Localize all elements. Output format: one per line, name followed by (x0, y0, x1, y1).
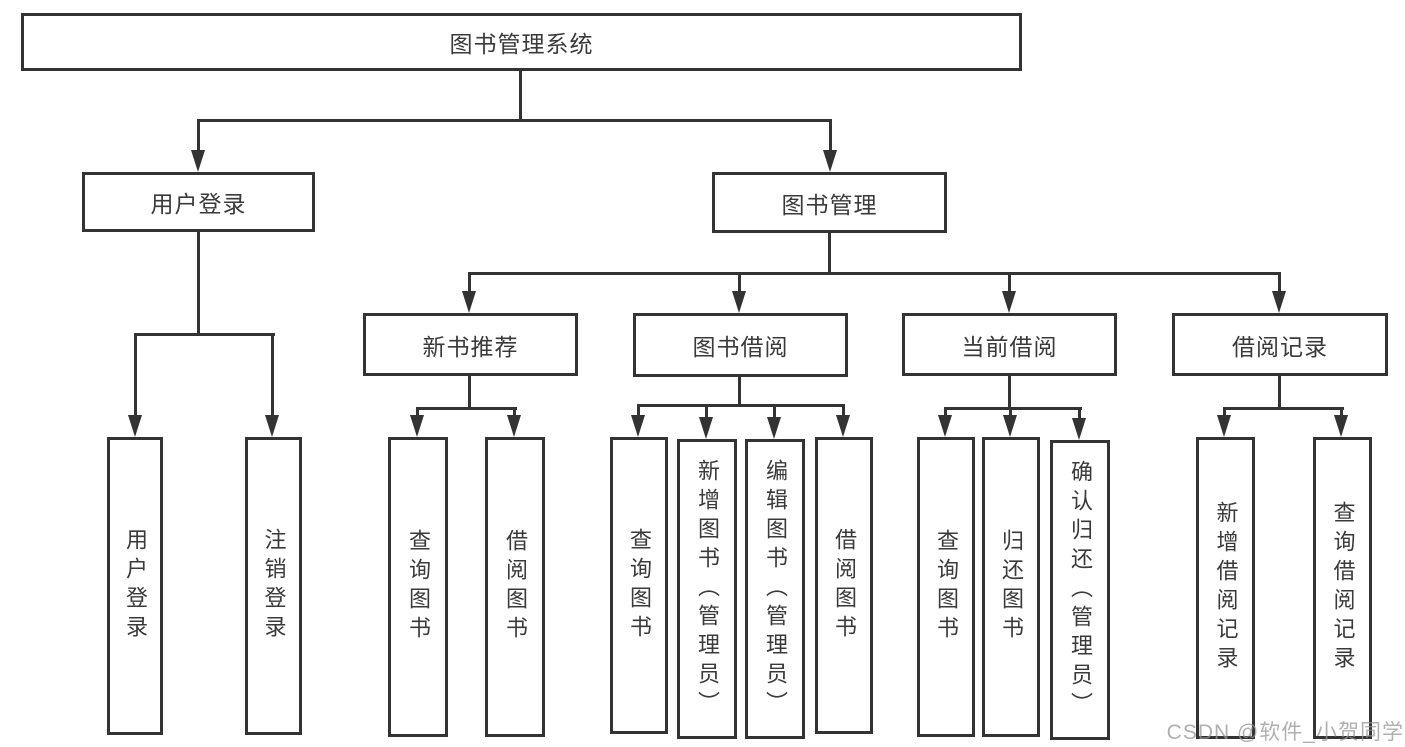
leaf-label: 借阅图书 (503, 529, 528, 645)
leaf-label: 确认归还（管理员） (1068, 459, 1093, 721)
connector-drop-borrow-records (1278, 272, 1281, 293)
arrow-down-icon (1002, 291, 1016, 313)
arrow-down-icon (1003, 415, 1017, 437)
arrow-down-icon (128, 415, 142, 437)
leaf-br-add-record: 新增借阅记录 (1196, 437, 1255, 739)
leaf-label: 用户登录 (123, 528, 148, 644)
connector-drop (944, 407, 947, 417)
arrow-down-icon (1272, 291, 1286, 313)
connector-drop-login (134, 333, 137, 416)
node-current-borrow: 当前借阅 (902, 313, 1117, 376)
leaf-label: 新增图书（管理员） (695, 458, 720, 720)
arrow-down-icon (410, 415, 424, 437)
leaf-br-query-record: 查询借阅记录 (1313, 437, 1372, 739)
leaf-bb-query-books: 查询图书 (610, 437, 668, 734)
connector-drop (513, 407, 516, 417)
leaf-label: 查询图书 (406, 529, 431, 645)
leaf-user-login: 用户登录 (107, 437, 163, 735)
leaf-nb-borrow-books: 借阅图书 (485, 437, 545, 737)
connector-drop-user-login (197, 119, 200, 151)
leaf-label: 编辑图书（管理员） (763, 458, 788, 720)
arrow-down-icon (732, 291, 746, 313)
arrow-down-icon (191, 150, 205, 172)
connector-drop-book-borrow (738, 272, 741, 293)
arrow-down-icon (767, 417, 781, 439)
connector-stem-root (519, 70, 522, 119)
connector-drop-current-borrow (1008, 272, 1011, 293)
leaf-bb-add-books-admin: 新增图书（管理员） (677, 439, 737, 739)
leaf-logout: 注销登录 (245, 437, 302, 735)
csdn-watermark: CSDN @软件_小贺同学 (1166, 721, 1404, 744)
node-label: 当前借阅 (961, 333, 1058, 360)
arrow-down-icon (507, 415, 521, 437)
leaf-cb-confirm-return-admin: 确认归还（管理员） (1050, 440, 1110, 740)
leaf-label: 查询借阅记录 (1330, 501, 1356, 675)
leaf-label: 新增借阅记录 (1213, 501, 1239, 675)
node-user-login: 用户登录 (82, 172, 315, 232)
connector-drop (1223, 407, 1226, 417)
arrow-down-icon (631, 415, 645, 437)
leaf-cb-return-books: 归还图书 (982, 437, 1040, 737)
connector-stem-book-borrow (738, 376, 741, 407)
connector-drop (637, 404, 640, 416)
arrow-down-icon (1072, 418, 1086, 440)
connector-stem-new-books (468, 375, 471, 410)
leaf-label: 借阅图书 (832, 527, 857, 644)
leaf-label: 查询图书 (934, 529, 959, 645)
node-new-book-recommend: 新书推荐 (363, 313, 578, 376)
node-label: 图书管理系统 (449, 31, 594, 57)
leaf-nb-query-books: 查询图书 (388, 437, 448, 737)
connector-stem-borrow-records (1278, 375, 1281, 410)
connector-rail-book-borrow (637, 404, 845, 407)
node-book-borrow: 图书借阅 (633, 313, 848, 377)
connector-drop (773, 404, 776, 417)
connector-drop (1078, 407, 1081, 419)
arrow-down-icon (836, 415, 850, 437)
node-borrow-records: 借阅记录 (1172, 313, 1388, 376)
connector-stem-current-borrow (1008, 375, 1011, 410)
connector-drop-book-management (829, 119, 832, 151)
connector-rail-book-management (468, 272, 1281, 275)
node-library-management-system: 图书管理系统 (21, 13, 1022, 71)
connector-drop (416, 407, 419, 417)
connector-drop-new-books (468, 272, 471, 293)
connector-rail-root (197, 119, 832, 122)
leaf-bb-edit-books-admin: 编辑图书（管理员） (745, 439, 805, 739)
connector-rail-new-books (416, 407, 517, 410)
connector-drop (705, 404, 708, 417)
arrow-down-icon (823, 150, 837, 172)
connector-drop (842, 404, 845, 416)
connector-drop-logout (271, 333, 274, 416)
leaf-label: 查询图书 (627, 527, 652, 644)
connector-rail-current-borrow (944, 407, 1082, 410)
node-label: 用户登录 (150, 191, 247, 217)
connector-stem-book-management (828, 232, 831, 274)
arrow-down-icon (1217, 415, 1231, 437)
node-label: 借阅记录 (1232, 333, 1328, 360)
arrow-down-icon (265, 415, 279, 437)
connector-rail-user-login (134, 333, 275, 336)
arrow-down-icon (938, 415, 952, 437)
node-label: 图书借阅 (692, 334, 789, 360)
connector-drop (1009, 407, 1012, 417)
connector-rail-borrow-records (1223, 407, 1344, 410)
arrow-down-icon (462, 291, 476, 313)
leaf-label: 归还图书 (999, 529, 1024, 645)
node-label: 新书推荐 (422, 333, 519, 360)
arrow-down-icon (1334, 415, 1348, 437)
node-book-management: 图书管理 (712, 172, 947, 233)
leaf-cb-query-books: 查询图书 (917, 437, 975, 737)
connector-drop (1340, 407, 1343, 417)
leaf-bb-borrow-books: 借阅图书 (815, 437, 873, 734)
leaf-label: 注销登录 (261, 528, 287, 644)
node-label: 图书管理 (781, 191, 878, 218)
arrow-down-icon (699, 417, 713, 439)
connector-stem-user-login (197, 231, 200, 335)
